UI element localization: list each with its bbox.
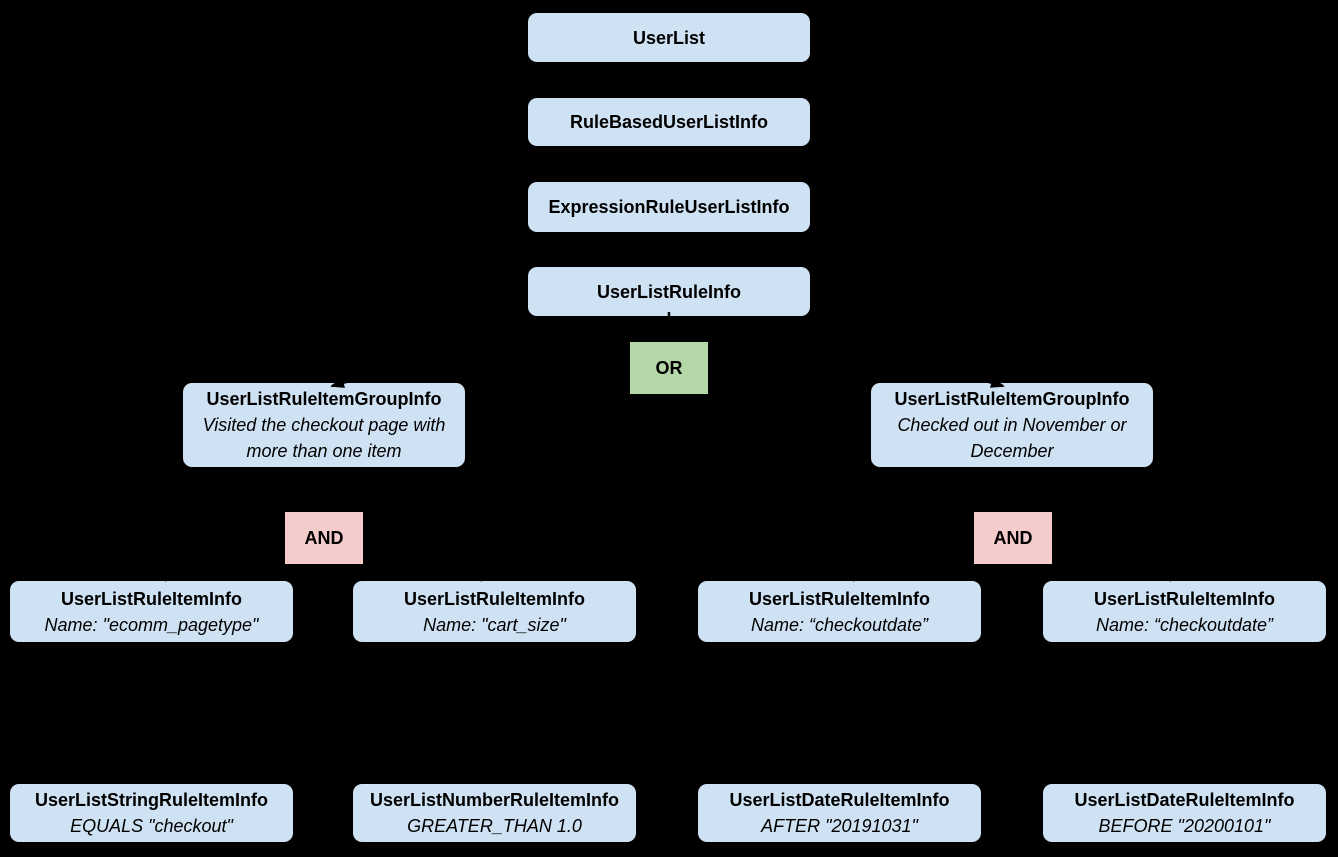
- and-operator-right: AND: [974, 512, 1052, 564]
- node-title: UserListRuleItemInfo: [60, 588, 243, 609]
- node-title: UserListDateRuleItemInfo: [1074, 790, 1295, 810]
- node-ruleitem-checkoutdate-after: UserListRuleItemInfo Name: “checkoutdate…: [698, 581, 981, 642]
- node-subtitle: Name: “checkoutdate”: [750, 614, 929, 635]
- connector-and-item3: [1027, 564, 1184, 582]
- node-ruleitemgroup-left: UserListRuleItemGroupInfo Visited the ch…: [183, 383, 465, 467]
- node-stringruleitem: UserListStringRuleItemInfo EQUALS "check…: [10, 784, 293, 842]
- node-title: UserList: [632, 27, 706, 48]
- node-title: UserListRuleItemInfo: [748, 588, 931, 609]
- and-operator-left: AND: [285, 512, 363, 564]
- node-userlistruleinfo: UserListRuleInfo: [528, 267, 810, 316]
- node-subtitle: EQUALS "checkout": [70, 816, 233, 836]
- node-title: UserListRuleItemInfo: [403, 588, 586, 609]
- node-title: UserListRuleItemGroupInfo: [206, 389, 442, 409]
- node-subtitle: Name: "ecomm_pagetype": [44, 614, 259, 635]
- node-title: UserListRuleItemInfo: [1093, 588, 1276, 609]
- node-title: RuleBasedUserListInfo: [569, 112, 769, 132]
- node-expressionruleuserlistinfo: ExpressionRuleUserListInfo: [528, 182, 810, 232]
- node-userlist: UserList: [528, 13, 810, 62]
- node-title: ExpressionRuleUserListInfo: [548, 197, 790, 217]
- node-rulebaseduserlistinfo: RuleBasedUserListInfo: [528, 98, 810, 146]
- node-numberruleitem: UserListNumberRuleItemInfo GREATER_THAN …: [353, 784, 636, 842]
- node-ruleitem-checkoutdate-before: UserListRuleItemInfo Name: “checkoutdate…: [1043, 581, 1326, 642]
- node-subtitle: GREATER_THAN 1.0: [407, 816, 582, 836]
- node-description: Visited the checkout page with more than…: [202, 415, 446, 461]
- node-title: UserListRuleItemGroupInfo: [894, 389, 1130, 409]
- node-ruleitemgroup-right: UserListRuleItemGroupInfo Checked out in…: [871, 383, 1153, 467]
- node-title: UserListStringRuleItemInfo: [34, 790, 269, 810]
- node-dateruleitem-before: UserListDateRuleItemInfo BEFORE "2020010…: [1043, 784, 1326, 842]
- connector-and-item1: [339, 564, 495, 582]
- node-subtitle: BEFORE "20200101": [1098, 816, 1271, 836]
- node-subtitle: Name: "cart_size": [423, 614, 566, 635]
- node-title: UserListDateRuleItemInfo: [729, 790, 950, 810]
- node-ruleitem-ecomm-pagetype: UserListRuleItemInfo Name: "ecomm_pagety…: [10, 581, 293, 642]
- connector-and-item2: [840, 564, 997, 582]
- node-subtitle: AFTER "20191031": [761, 816, 918, 836]
- node-subtitle: Name: “checkoutdate”: [1095, 614, 1274, 635]
- node-title: UserListNumberRuleItemInfo: [369, 790, 620, 810]
- node-title: UserListRuleInfo: [596, 281, 742, 302]
- node-ruleitem-cart-size: UserListRuleItemInfo Name: "cart_size": [353, 581, 636, 642]
- node-description: Checked out in November or December: [897, 415, 1127, 461]
- or-operator: OR: [630, 342, 708, 394]
- connector-and-item0: [152, 564, 309, 582]
- node-dateruleitem-after: UserListDateRuleItemInfo AFTER "20191031…: [698, 784, 981, 842]
